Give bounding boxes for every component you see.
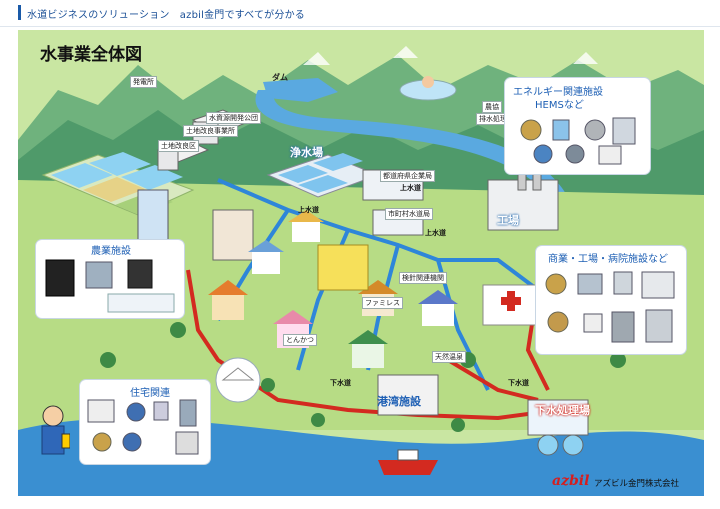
page-header: 水道ビジネスのソリューション azbil金門ですべてが分かる bbox=[0, 0, 720, 27]
sewage-plant-label: 下水処理場 bbox=[535, 404, 590, 417]
hospital bbox=[482, 284, 539, 326]
pipe-label-upper-1: 上水道 bbox=[298, 206, 319, 214]
energy-callout-title-1: エネルギー関連施設 bbox=[513, 87, 603, 98]
residential-products-icon bbox=[87, 399, 199, 455]
pipe-label-lower-1: 下水道 bbox=[330, 379, 351, 387]
page-title: 水事業全体図 bbox=[40, 45, 142, 65]
power-plant-label: 発電所 bbox=[130, 76, 157, 88]
land-improvement-label: 土地改良事業所 bbox=[183, 125, 238, 137]
commercial-callout-title: 商業・工場・病院施設など bbox=[548, 254, 668, 265]
agriculture-callout: 農業施設 bbox=[36, 240, 184, 318]
company-name: アズビル金門株式会社 bbox=[594, 479, 680, 489]
sewage-plant bbox=[527, 399, 589, 456]
factory-label: 工場 bbox=[497, 214, 519, 227]
ship bbox=[378, 449, 438, 475]
azbil-logo: azbil bbox=[552, 473, 590, 489]
water-plant-label: 浄水場 bbox=[290, 146, 323, 159]
water-association-label: 水資源開発公団 bbox=[206, 112, 261, 124]
dam-lake bbox=[263, 78, 338, 102]
header-accent-bar bbox=[18, 5, 21, 20]
commercial-products-icon bbox=[545, 271, 675, 343]
dam-label: ダム bbox=[272, 73, 288, 82]
hot-spring-label: 天然温泉 bbox=[432, 351, 466, 363]
header-text: 水道ビジネスのソリューション azbil金門ですべてが分かる bbox=[27, 10, 305, 21]
agriculture-products-icon bbox=[45, 259, 175, 313]
hot-spring bbox=[399, 76, 457, 101]
tonkatsu-label: とんかつ bbox=[283, 334, 317, 346]
municipal-bureau-label: 市町村水道局 bbox=[385, 208, 433, 220]
agriculture-callout-title: 農業施設 bbox=[91, 246, 131, 257]
meter-inspection-label: 検針関連機関 bbox=[399, 272, 447, 284]
commercial-callout: 商業・工場・病院施設など bbox=[536, 246, 686, 354]
meter-products-icon bbox=[520, 117, 636, 165]
pipe-label-upper-2: 上水道 bbox=[425, 229, 446, 237]
energy-callout: エネルギー関連施設 HEMSなど bbox=[505, 78, 650, 174]
mascot-character-icon bbox=[41, 405, 70, 455]
drainage-label: 排水処理 bbox=[476, 113, 510, 125]
restaurant-label: ファミレス bbox=[362, 297, 403, 309]
residential-callout: 住宅関連 bbox=[80, 380, 210, 464]
prefecture-bureau-label: 都道府県企業局 bbox=[380, 170, 435, 182]
agri-coop-label: 農協 bbox=[482, 101, 502, 113]
river bbox=[255, 90, 578, 230]
energy-callout-title-2: HEMSなど bbox=[535, 100, 584, 111]
pipe-label-lower-2: 下水道 bbox=[508, 379, 529, 387]
plain bbox=[18, 180, 704, 430]
harbor-label: 港湾施設 bbox=[377, 395, 421, 408]
pipe-label-upper-3: 上水道 bbox=[400, 184, 421, 192]
residential-callout-title: 住宅関連 bbox=[130, 388, 170, 399]
harbor-building bbox=[377, 374, 439, 416]
land-improvement-district-label: 土地改良区 bbox=[158, 140, 199, 152]
houses bbox=[208, 210, 458, 403]
supermarket bbox=[317, 244, 369, 291]
